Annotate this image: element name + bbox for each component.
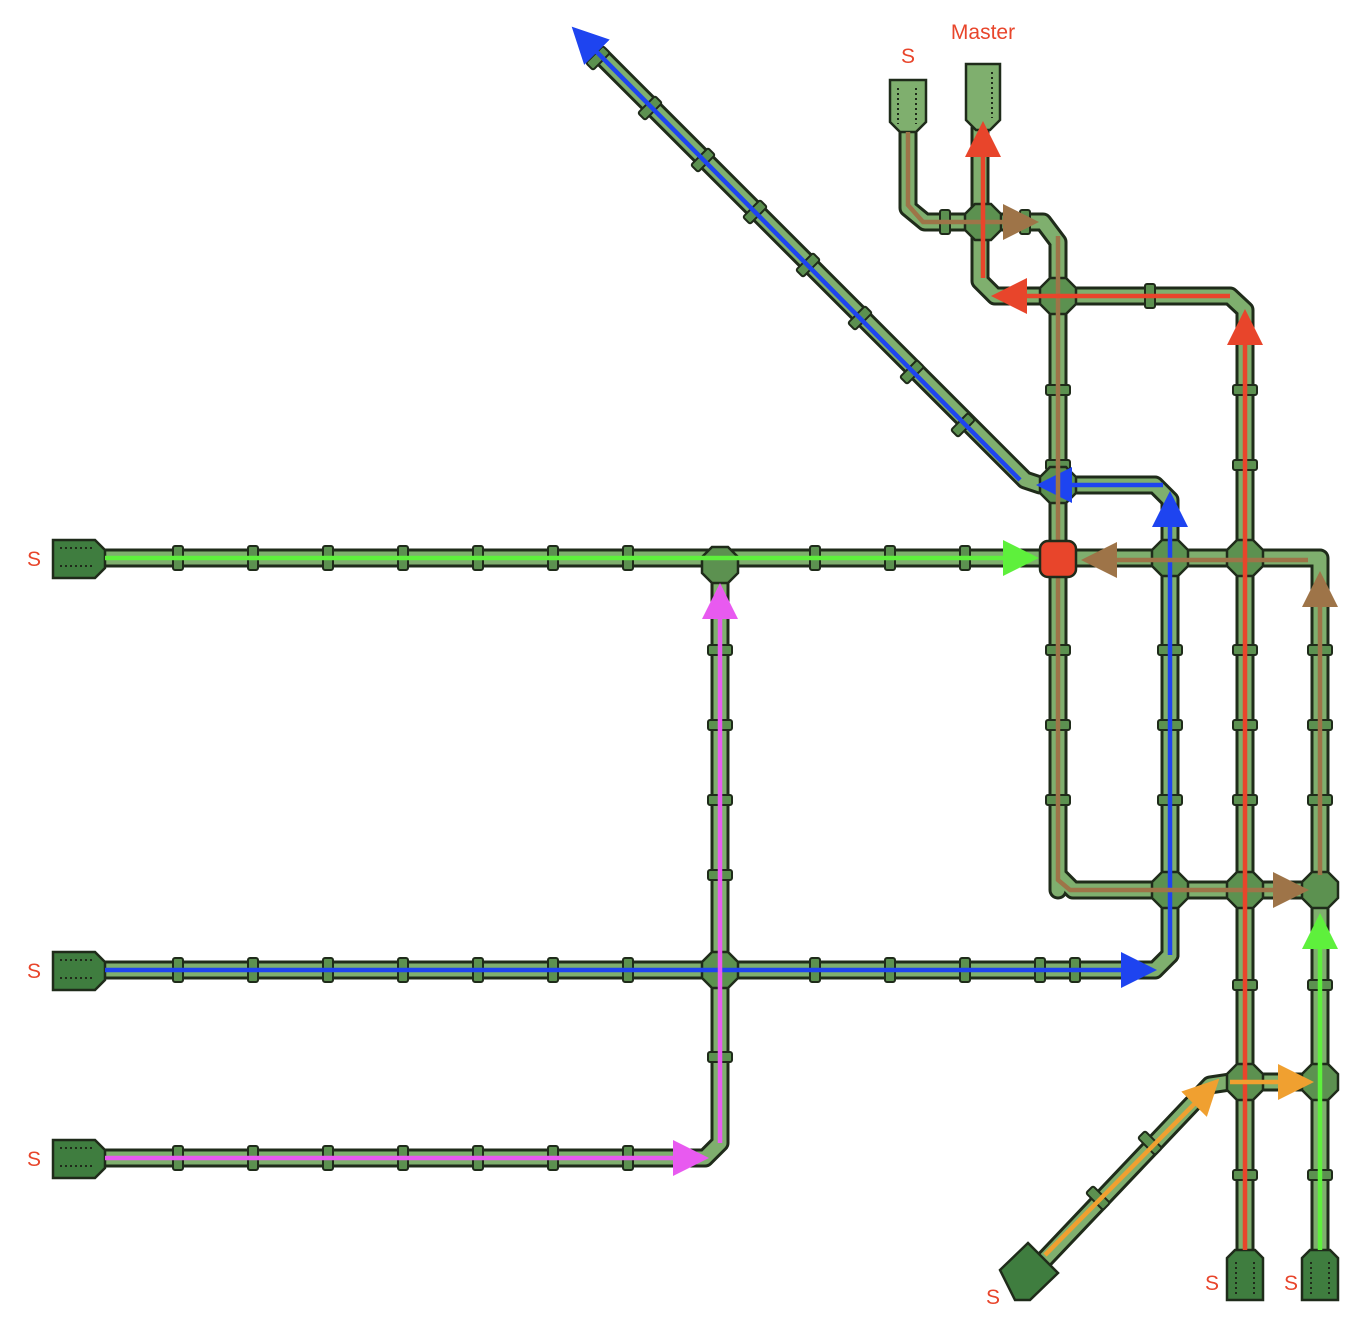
junction-node xyxy=(700,545,740,585)
conflict-node xyxy=(1038,539,1078,579)
slave-label-bottom-1: S xyxy=(986,1286,1000,1309)
route-blue-diagonal xyxy=(571,26,1022,482)
pipe-network-outline xyxy=(85,45,1330,1290)
pipe-coupler xyxy=(1137,1130,1163,1156)
bottom-slave-2 xyxy=(1225,1248,1265,1302)
junction-node xyxy=(1300,870,1340,910)
slave-label-top: S xyxy=(901,45,915,68)
bottom-slave-1 xyxy=(998,1241,1060,1302)
slave-label-bottom-3: S xyxy=(1284,1272,1298,1295)
slave-label-left-2: S xyxy=(27,960,41,983)
pipe-network-fill xyxy=(88,48,1327,1287)
route-brown-top-slave xyxy=(905,132,1039,240)
bottom-slave-3 xyxy=(1300,1248,1340,1302)
slave-label-left-1: S xyxy=(27,548,41,571)
slave-label-left-3: S xyxy=(27,1148,41,1171)
pipe-couplers xyxy=(172,45,1333,1211)
master-label: Master xyxy=(951,21,1015,44)
left-slave-2 xyxy=(51,950,107,992)
left-slave-1 xyxy=(51,538,107,580)
master-device xyxy=(964,62,1002,132)
pipe-coupler xyxy=(1085,1185,1111,1211)
top-slave xyxy=(888,78,928,134)
left-slave-3 xyxy=(51,1138,107,1180)
route-orange-diagonal xyxy=(1043,1078,1220,1257)
slave-label-bottom-2: S xyxy=(1205,1272,1219,1295)
